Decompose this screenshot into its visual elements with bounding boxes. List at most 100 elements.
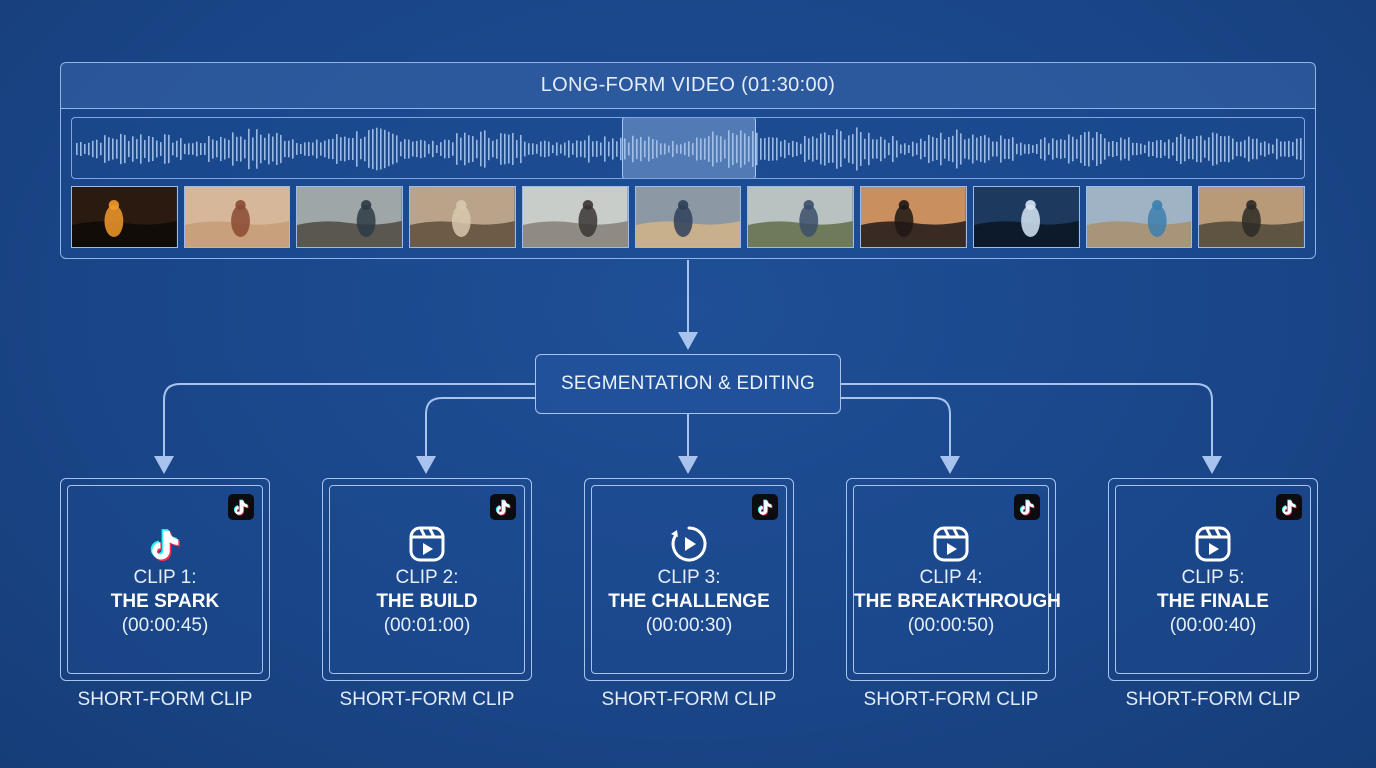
waveform-bar (216, 140, 218, 158)
waveform-bar (864, 138, 866, 160)
waveform-bar (936, 138, 938, 160)
waveform-bar (972, 134, 974, 164)
waveform-bar (828, 135, 830, 163)
waveform-bar (416, 140, 418, 158)
video-thumbnail-11[interactable] (1198, 186, 1306, 248)
clip-card-5[interactable]: CLIP 5: THE FINALE (00:00:40) (1108, 478, 1318, 681)
waveform-bar (76, 143, 78, 155)
video-thumbnail-7[interactable] (747, 186, 855, 248)
waveform-bar (748, 136, 750, 162)
waveform-bar (1224, 136, 1226, 162)
waveform-bar (632, 135, 634, 163)
waveform-bar (236, 136, 238, 162)
waveform-bar (728, 130, 730, 168)
waveform-bar (888, 142, 890, 156)
arrowhead-clip-1 (154, 456, 174, 474)
waveform-bar (912, 141, 914, 157)
waveform-bar (1044, 137, 1046, 161)
video-thumbnail-8[interactable] (860, 186, 967, 248)
waveform-bar (132, 136, 134, 162)
video-thumbnail-1[interactable] (71, 186, 178, 248)
video-thumbnail-3[interactable] (296, 186, 404, 248)
waveform-bar (456, 133, 458, 165)
waveform-bar (300, 144, 302, 154)
waveform-bar (460, 137, 462, 161)
waveform-bar (812, 136, 814, 162)
waveform-bar (648, 136, 650, 162)
waveform-bar (280, 134, 282, 164)
waveform-bar (228, 139, 230, 159)
waveform-bar (588, 135, 590, 163)
waveform-bar (760, 138, 762, 160)
waveform-bar (796, 142, 798, 156)
waveform-bar (1164, 142, 1166, 156)
waveform-bar (96, 139, 98, 159)
video-thumbnail-2[interactable] (183, 186, 291, 248)
video-thumbnail-5[interactable] (521, 186, 629, 248)
video-thumbnail-6[interactable] (634, 186, 742, 248)
waveform-bar (344, 136, 346, 162)
waveform-bar (804, 135, 806, 163)
waveform-bar (940, 132, 942, 166)
clip-caption-4: SHORT-FORM CLIP (863, 689, 1039, 710)
waveform-bar (156, 140, 158, 158)
arrowhead-clip-4 (940, 456, 960, 474)
waveform-bar (856, 127, 858, 171)
waveform-bar (1160, 139, 1162, 159)
waveform-bar (964, 139, 966, 159)
waveform-bar (808, 138, 810, 160)
waveform-bar (1076, 139, 1078, 159)
waveform-selection-region[interactable] (622, 118, 756, 178)
waveform-bar (184, 143, 186, 155)
waveform-bar (480, 131, 482, 167)
waveform-bar (220, 136, 222, 162)
video-thumbnail-9[interactable] (972, 186, 1080, 248)
waveform-bar (1260, 142, 1262, 156)
clip-card-1[interactable]: CLIP 1: THE SPARK (00:00:45) (60, 478, 270, 681)
waveform-bar (580, 141, 582, 157)
waveform-bar (92, 140, 94, 158)
clip-card-3[interactable]: CLIP 3: THE CHALLENGE (00:00:30) (584, 478, 794, 681)
waveform-bar (640, 136, 642, 162)
waveform-bar (1100, 133, 1102, 165)
clip-title: THE CHALLENGE (608, 591, 770, 612)
thumbnail-image (861, 187, 966, 247)
waveform-bar (1148, 141, 1150, 157)
waveform-bar (720, 136, 722, 162)
video-thumbnail-4[interactable] (409, 186, 516, 248)
video-thumbnail-10[interactable] (1085, 186, 1193, 248)
waveform-bar (976, 137, 978, 161)
waveform-bar (1084, 132, 1086, 166)
waveform-bar (360, 138, 362, 160)
waveform-bar (452, 142, 454, 156)
thumbnail-image (1086, 187, 1192, 247)
waveform-bar (504, 133, 506, 165)
waveform-bar (1064, 139, 1066, 159)
waveform-bar (1028, 143, 1030, 155)
waveform-bar (872, 139, 874, 159)
waveform-bar (1296, 138, 1298, 160)
waveform-bar (708, 136, 710, 162)
waveform-bar (108, 137, 110, 161)
tiktok-badge-icon (1276, 494, 1302, 520)
waveform-bar (844, 139, 846, 159)
waveform-bar (372, 128, 374, 170)
play-cycle-icon (671, 526, 707, 562)
waveform-bar (744, 133, 746, 165)
waveform-bar (400, 141, 402, 157)
waveform-bar (188, 143, 190, 155)
waveform-bar (684, 142, 686, 156)
waveform-bar (572, 143, 574, 155)
arrow-to-clip-5 (841, 383, 1213, 458)
waveform-bar (780, 141, 782, 157)
waveform-bar (1300, 138, 1302, 160)
waveform-bar (832, 135, 834, 163)
audio-waveform[interactable] (71, 117, 1305, 179)
waveform-bar (696, 137, 698, 161)
waveform-bar (1144, 144, 1146, 154)
waveform-bar (644, 140, 646, 158)
waveform-bar (1136, 142, 1138, 156)
clip-card-4[interactable]: CLIP 4: THE BREAKTHROUGH (00:00:50) (846, 478, 1061, 681)
clip-card-2[interactable]: CLIP 2: THE BUILD (00:01:00) (322, 478, 532, 681)
waveform-bar (476, 139, 478, 159)
